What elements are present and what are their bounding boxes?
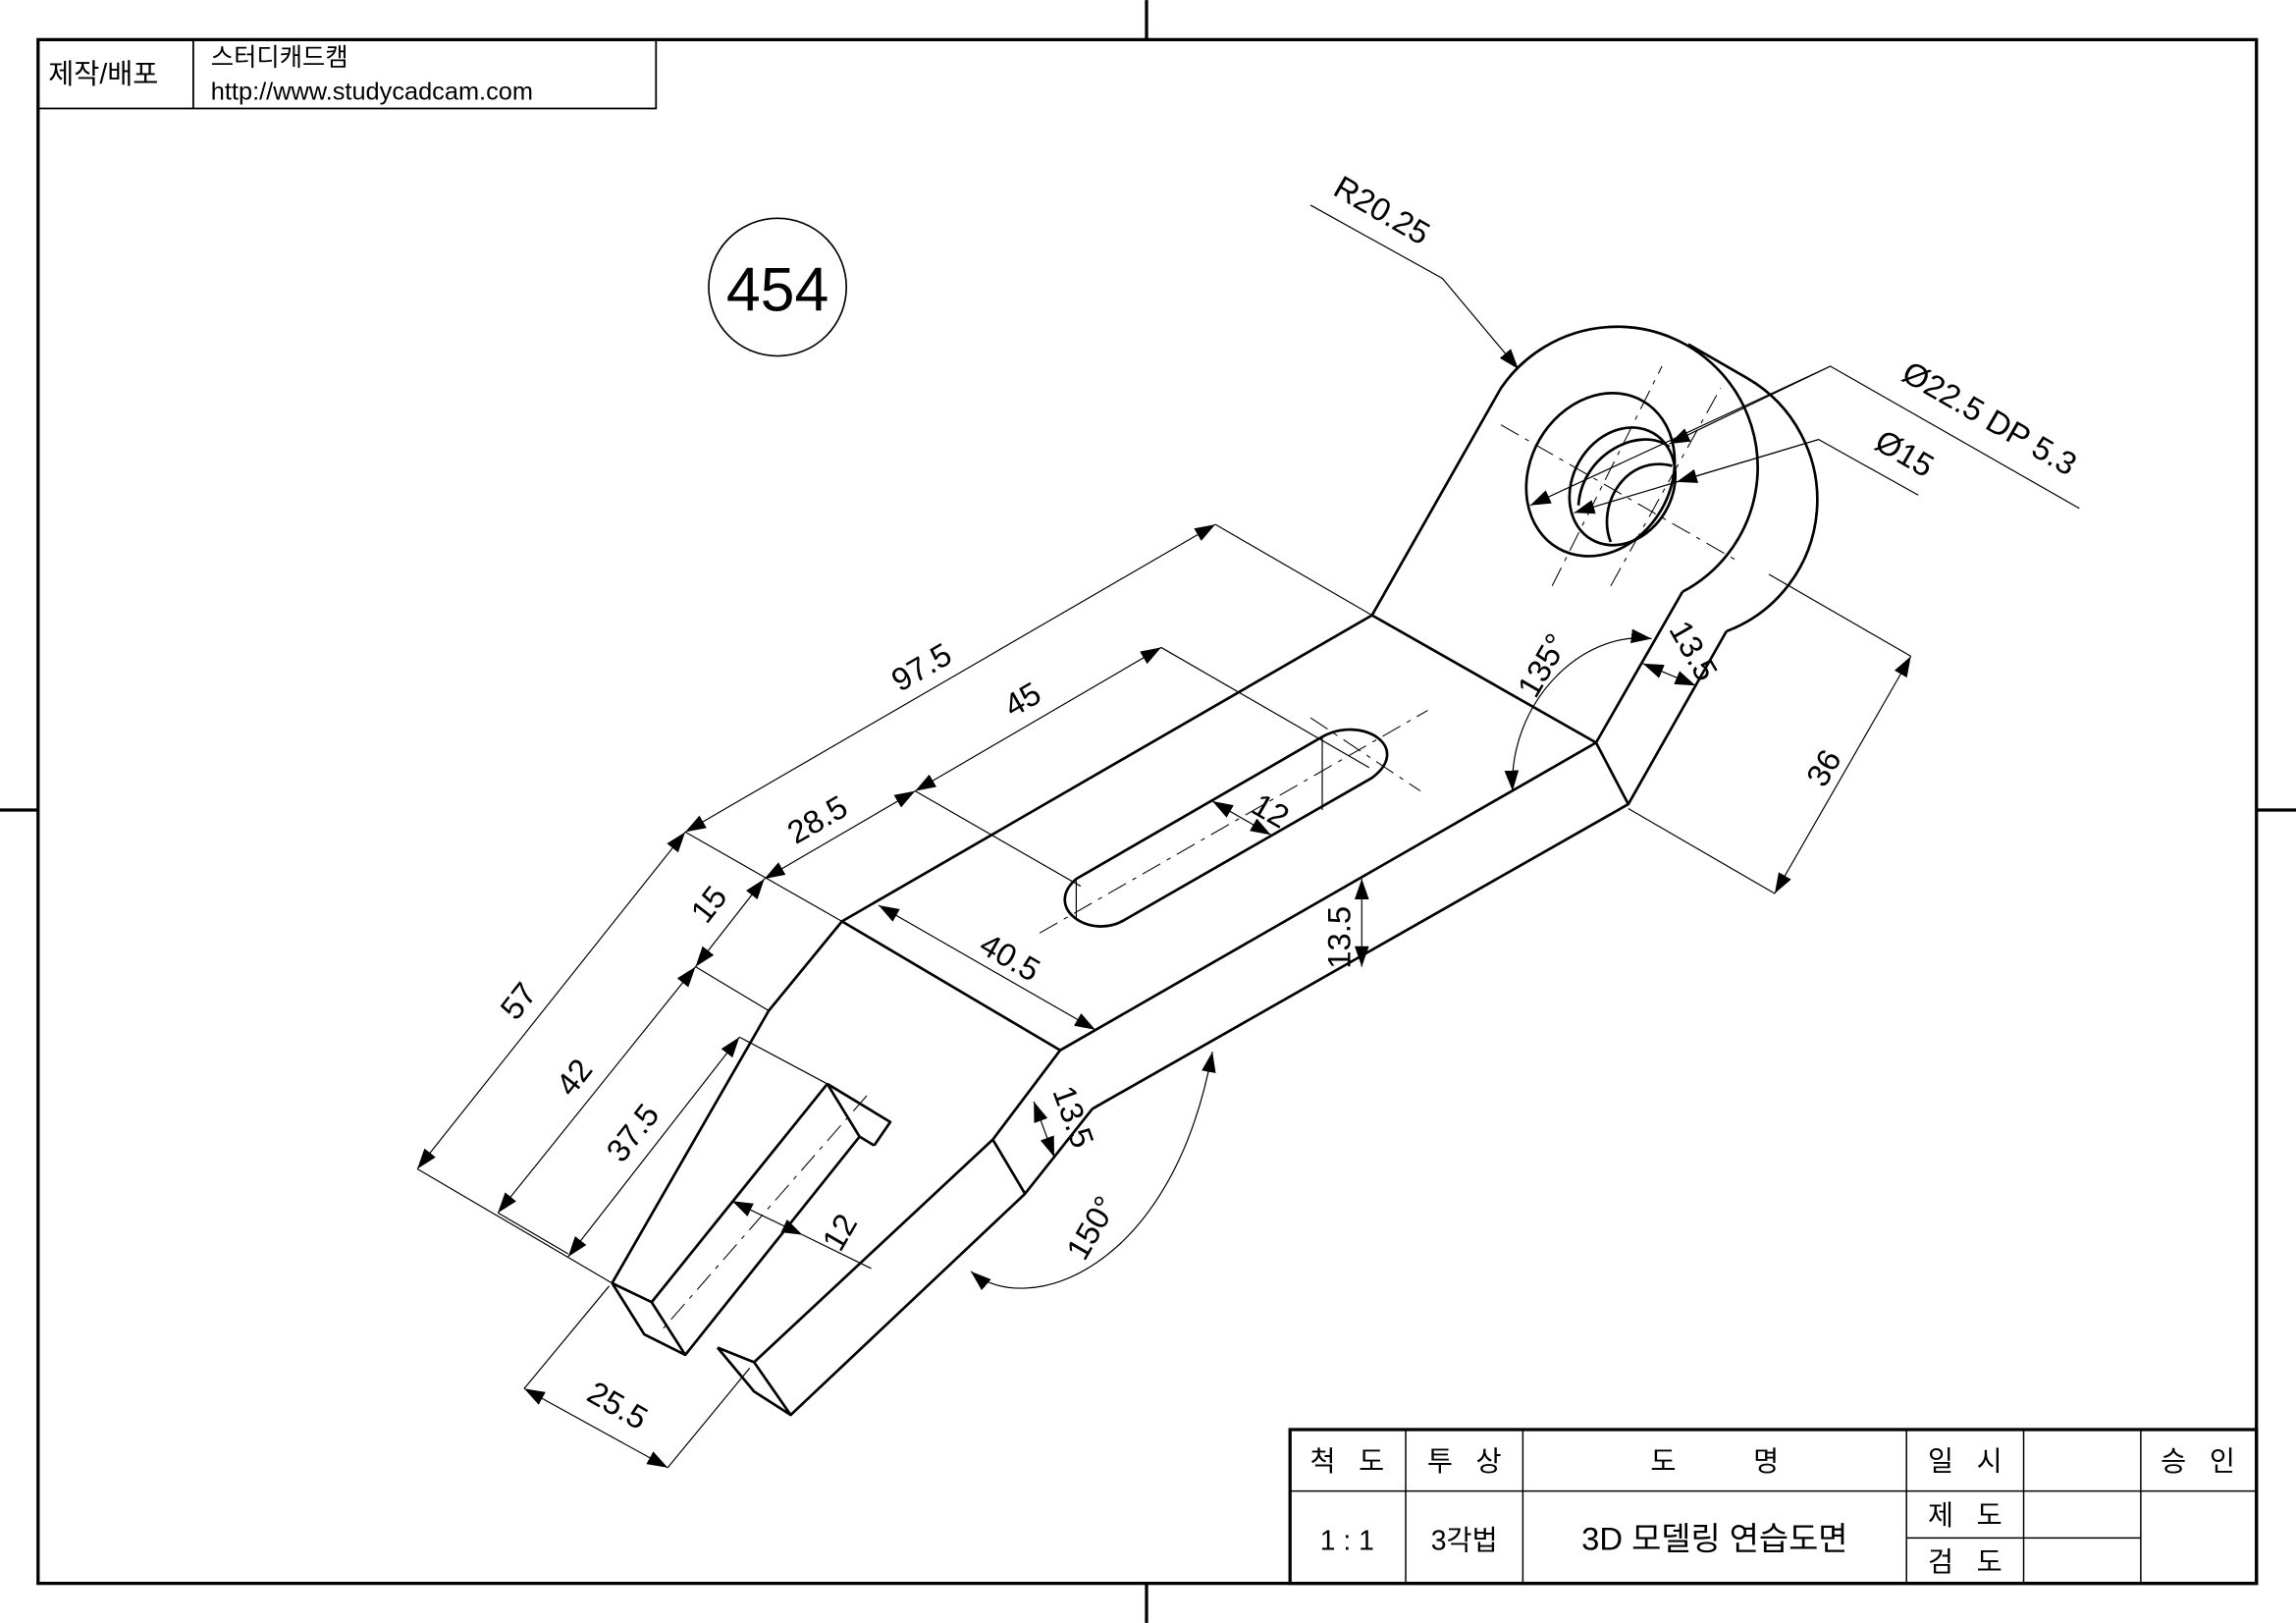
dimension-lines — [416, 204, 2080, 1469]
date-label: 일 시 — [1928, 1446, 2002, 1478]
scale-label: 척 도 — [1309, 1446, 1384, 1478]
company-name: 스터디캐드캠 — [211, 44, 348, 72]
checked-by-label: 검 도 — [1928, 1547, 2002, 1579]
part-outline — [611, 325, 1819, 1417]
dim-fork-angle: 150° — [1059, 1190, 1124, 1266]
projection-label: 투 상 — [1427, 1446, 1502, 1478]
projection-value: 3각법 — [1431, 1525, 1498, 1556]
dim-fork-total: 57 — [493, 976, 544, 1027]
dimension-texts: 97.5 45 28.5 40.5 12 57 15 42 37.5 12 25… — [493, 168, 2083, 1436]
dim-fork-width: 25.5 — [581, 1374, 654, 1436]
drawing-number-bubble: 454 — [708, 217, 848, 357]
dim-fork-thickness: 13.5 — [1045, 1081, 1101, 1153]
dim-fork-slot-depth: 37.5 — [599, 1097, 666, 1168]
company-url: http://www.studycadcam.com — [211, 79, 533, 106]
dim-slot-offset: 28.5 — [781, 787, 854, 850]
drawing-number: 454 — [726, 255, 829, 324]
drawing-name-label: 도 명 — [1650, 1446, 1779, 1478]
scale-value: 1 : 1 — [1320, 1525, 1374, 1556]
drawing-name-value: 3D 모델링 연습도면 — [1581, 1520, 1847, 1556]
producer-label: 제작/배포 — [48, 59, 158, 90]
dim-fork-slot-width: 12 — [815, 1208, 864, 1257]
dim-bend-angle: 135° — [1510, 627, 1575, 703]
dim-fork-length: 42 — [549, 1052, 600, 1103]
title-block: 척 도 투 상 도 명 일 시 승 인 1 : 1 3각법 3D 모델링 연습도… — [1288, 1428, 2259, 1586]
dim-overall-length: 97.5 — [885, 635, 958, 698]
dim-slot-width: 12 — [1247, 785, 1296, 835]
producer-box: 제작/배포 스터디캐드캠 http://www.studycadcam.com — [36, 38, 658, 110]
dim-ear-radius: R20.25 — [1328, 168, 1436, 251]
dim-fork-step: 15 — [683, 879, 734, 930]
dim-hole: Ø15 — [1869, 422, 1940, 484]
dim-ear-height: 36 — [1799, 743, 1848, 792]
approval-label: 승 인 — [2161, 1446, 2235, 1478]
dim-plate-thickness: 13.5 — [1320, 906, 1357, 969]
drawn-by-label: 제 도 — [1928, 1500, 2002, 1532]
dim-slot-length: 45 — [997, 675, 1046, 724]
center-lines — [661, 365, 1735, 1330]
dim-plate-width: 40.5 — [974, 926, 1046, 989]
drawing-border — [36, 37, 2259, 1586]
